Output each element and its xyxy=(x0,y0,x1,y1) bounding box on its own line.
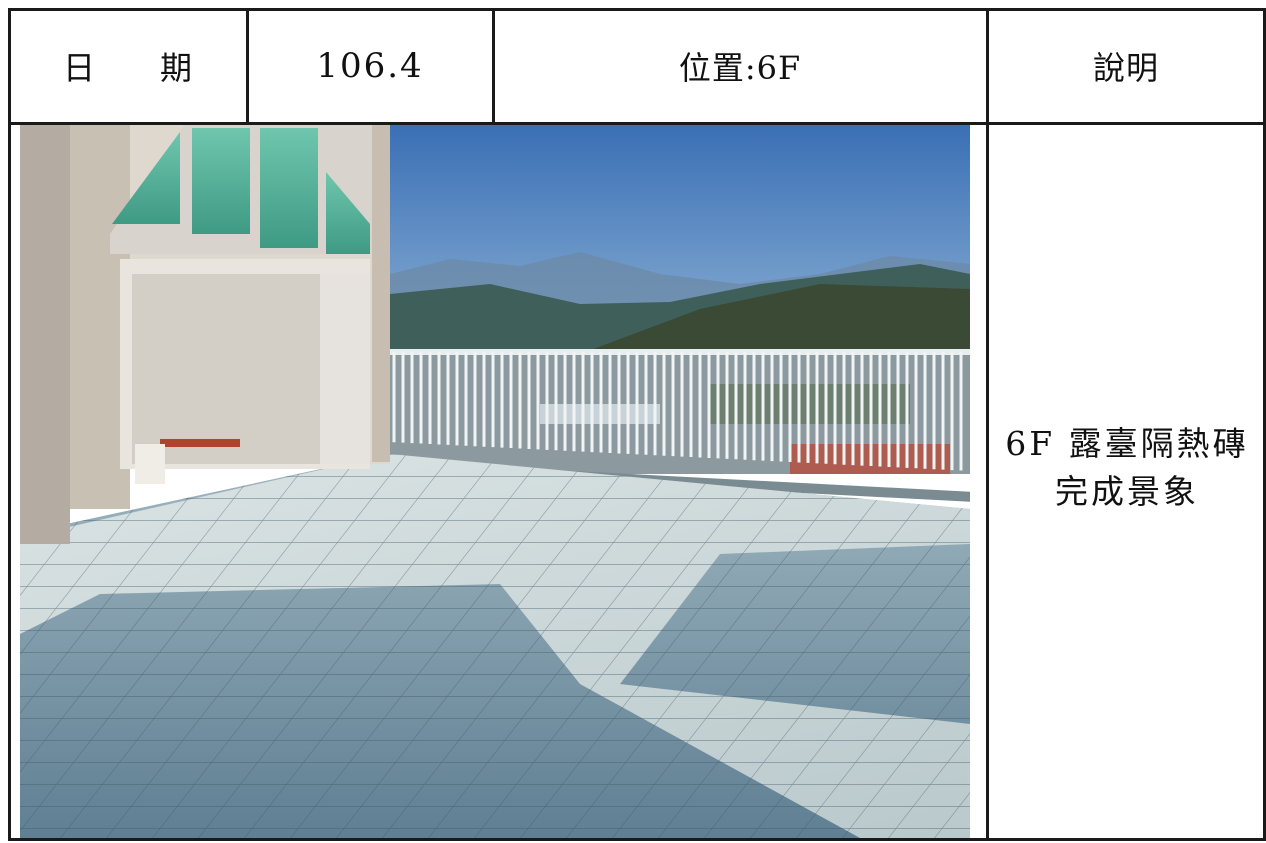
rule-left xyxy=(8,8,11,841)
rule-bottom xyxy=(8,838,1266,841)
description-text: 6F 露臺隔熱磚 完成景象 xyxy=(990,420,1264,516)
terrace-photo xyxy=(20,124,970,838)
rule-col-2 xyxy=(492,8,495,125)
building xyxy=(20,124,390,544)
rule-col-1 xyxy=(246,8,249,125)
date-label-char-1: 日 xyxy=(62,49,96,87)
date-value: 106.4 xyxy=(316,46,424,86)
date-label: 日 期 xyxy=(10,10,246,122)
rule-right xyxy=(1263,8,1266,841)
date-label-char-2: 期 xyxy=(160,49,194,87)
description-line-2: 完成景象 xyxy=(1055,472,1199,511)
description-header: 說明 xyxy=(1092,49,1159,87)
description-line-1: 6F 露臺隔熱磚 xyxy=(1005,424,1249,463)
rule-top xyxy=(8,8,1266,11)
rule-header-bottom xyxy=(8,122,1266,125)
position-label: 位置:6F xyxy=(678,49,802,87)
tile-grid xyxy=(20,454,970,838)
rule-col-3 xyxy=(986,8,989,841)
